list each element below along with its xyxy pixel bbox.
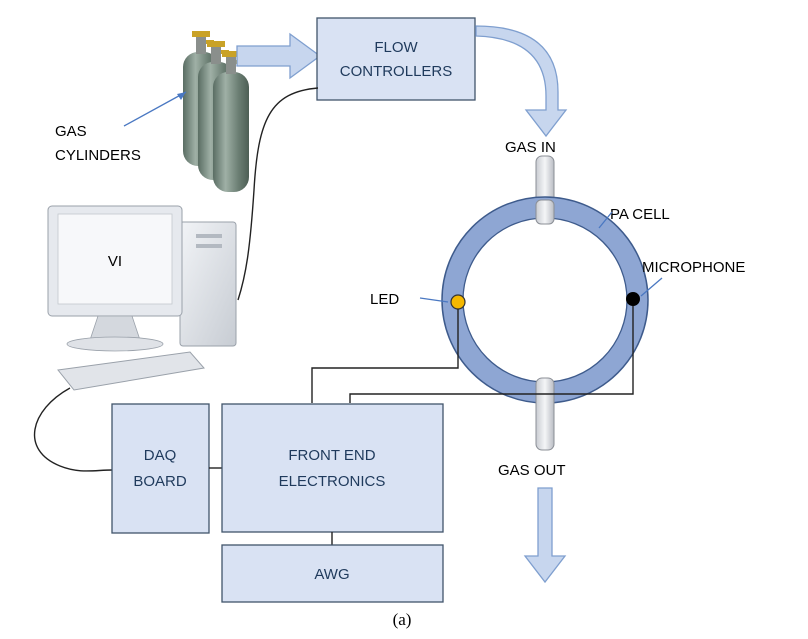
flow-controllers-label-line1: FLOW (374, 39, 418, 56)
flow-to-gas-in-arrow (475, 25, 568, 138)
gas-in-label: GAS IN (505, 139, 556, 156)
computer-daq-wire (33, 387, 113, 472)
gas-cylinders-label-line2: CYLINDERS (55, 147, 141, 164)
daq-board-label-line2: BOARD (133, 473, 187, 490)
daq-board-label-line1: DAQ (144, 447, 177, 464)
awg-box: AWG (221, 544, 444, 603)
gas-inlet-tube-lower (535, 199, 555, 225)
pa-cell-label: PA CELL (610, 206, 670, 223)
microphone-pointer (640, 277, 663, 297)
front-end-label-line1: FRONT END (288, 447, 375, 464)
microphone-wire (349, 306, 634, 403)
gas-cylinders-pointer-head (177, 92, 186, 100)
flow-controllers-box: FLOW CONTROLLERS (316, 17, 476, 101)
figure-caption: (a) (393, 610, 412, 629)
gas-cylinders-label-line1: GAS (55, 123, 87, 140)
led-label: LED (370, 291, 399, 308)
vi-label: VI (108, 253, 122, 270)
cylinders-to-flow-arrow (236, 32, 322, 80)
computer-tower (179, 221, 237, 347)
gas-outlet-tube (535, 377, 555, 451)
front-end-label-line2: ELECTRONICS (279, 473, 386, 490)
led-icon (450, 294, 466, 310)
led-wire (311, 309, 459, 403)
gas-cylinders-pointer (123, 91, 187, 127)
front-end-electronics-box: FRONT END ELECTRONICS (221, 403, 444, 533)
gas-out-label: GAS OUT (498, 462, 566, 479)
pa-cell-pointer (598, 211, 613, 229)
flow-controllers-label-line2: CONTROLLERS (340, 63, 453, 80)
computer-keyboard (57, 351, 205, 391)
microphone-label: MICROPHONE (642, 259, 745, 276)
pa-cell-ring (441, 196, 649, 404)
microphone-icon (626, 292, 640, 306)
daq-board-box: DAQ BOARD (111, 403, 210, 534)
control-wire-computer-flow (237, 87, 319, 301)
computer-icon: VI (47, 205, 237, 391)
gas-out-arrow (523, 487, 567, 584)
gas-cylinders-icon (183, 31, 249, 192)
awg-label: AWG (314, 566, 349, 583)
led-pointer (419, 297, 449, 303)
